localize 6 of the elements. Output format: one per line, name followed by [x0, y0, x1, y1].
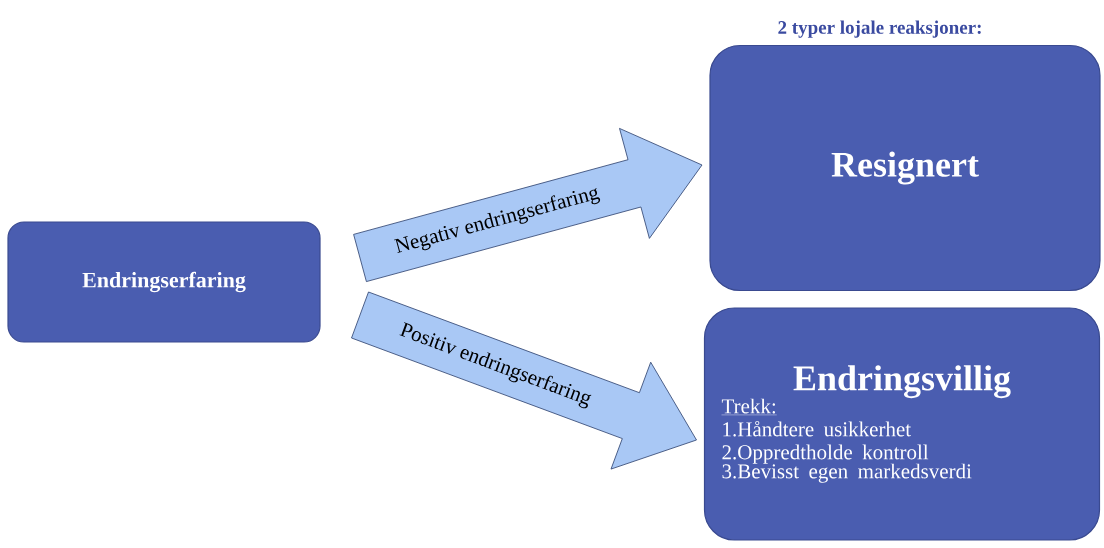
heading-label: 2 typer lojale reaksjoner: — [778, 20, 981, 38]
block-arrow — [353, 128, 703, 282]
block-arrow — [351, 291, 697, 470]
rounded-box: Endringserfaring — [7, 221, 321, 343]
rounded-box: Endringsvillig Trekk: 1.Håndtere usikkerhet 2.Oppredtholde kontroll 3.Bevisst egen markedsverdi — [703, 307, 1101, 541]
rounded-box: Resignert — [709, 44, 1101, 292]
